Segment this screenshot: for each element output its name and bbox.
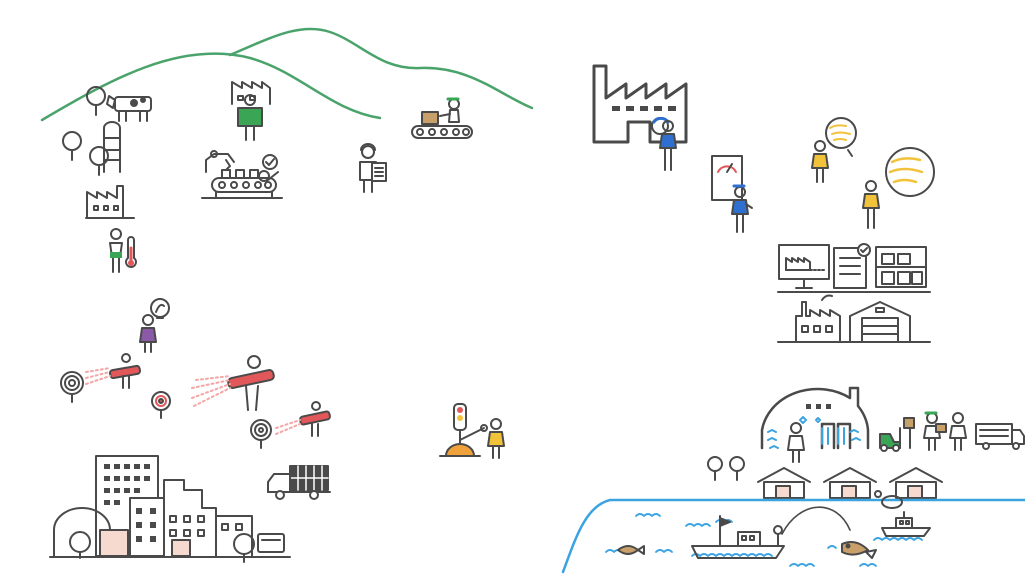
city-building-icon [49, 455, 291, 563]
conveyor-icon [411, 111, 473, 139]
idea-bulb-icon [825, 117, 857, 157]
worker-icon [862, 180, 880, 229]
sprayer-icon [191, 355, 275, 411]
idea-bulb-icon [885, 147, 935, 197]
worker-icon [923, 411, 947, 451]
silo-icon [103, 121, 121, 173]
signal-icon [439, 403, 488, 457]
fish-icon [841, 541, 877, 559]
monitor-icon [778, 244, 830, 289]
boat-icon [691, 506, 851, 559]
tree-icon [62, 131, 82, 161]
tree-icon [89, 146, 109, 176]
factory-icon [85, 185, 135, 219]
factory-icon [795, 294, 841, 343]
worker-icon [139, 314, 157, 353]
worker-icon [811, 140, 829, 183]
target-icon [60, 371, 84, 403]
shoreline [561, 498, 1025, 574]
forklift-icon [879, 427, 901, 452]
sprayer-icon [275, 401, 331, 437]
sprayer-icon [85, 353, 141, 389]
worker-icon [109, 228, 123, 273]
shelf-icon [875, 246, 927, 288]
cow-icon [106, 95, 152, 122]
target-icon [151, 391, 171, 419]
inspector-icon [359, 143, 387, 193]
factory-icon [231, 81, 271, 105]
worker-icon [949, 412, 967, 451]
worker-icon [651, 116, 677, 171]
house-icon [889, 467, 943, 499]
document-icon [833, 243, 871, 289]
thought-bubble [874, 490, 903, 509]
truck-icon [267, 465, 331, 500]
idea-bulb-icon [150, 298, 170, 319]
house-icon [823, 467, 877, 499]
target-icon [250, 419, 272, 449]
worker-icon [237, 94, 263, 141]
factory-icon [592, 64, 688, 144]
house-icon [757, 467, 811, 499]
tree-icon [707, 456, 723, 481]
tree-icon [729, 456, 745, 481]
worker-icon [487, 418, 505, 459]
thermometer-icon [125, 236, 137, 268]
tree-icon [86, 86, 106, 116]
wave-icon [767, 416, 861, 449]
fish-icon [617, 545, 645, 555]
worker-icon [903, 417, 915, 449]
worker-icon [787, 422, 805, 463]
truck-icon [975, 423, 1025, 450]
conveyor-icon [201, 154, 283, 199]
worker-icon [439, 97, 460, 123]
worker-icon [731, 184, 753, 233]
boat-icon [881, 511, 931, 537]
monitor-icon [711, 155, 743, 201]
warehouse-icon [849, 301, 911, 343]
robot-arm-icon [205, 150, 235, 173]
